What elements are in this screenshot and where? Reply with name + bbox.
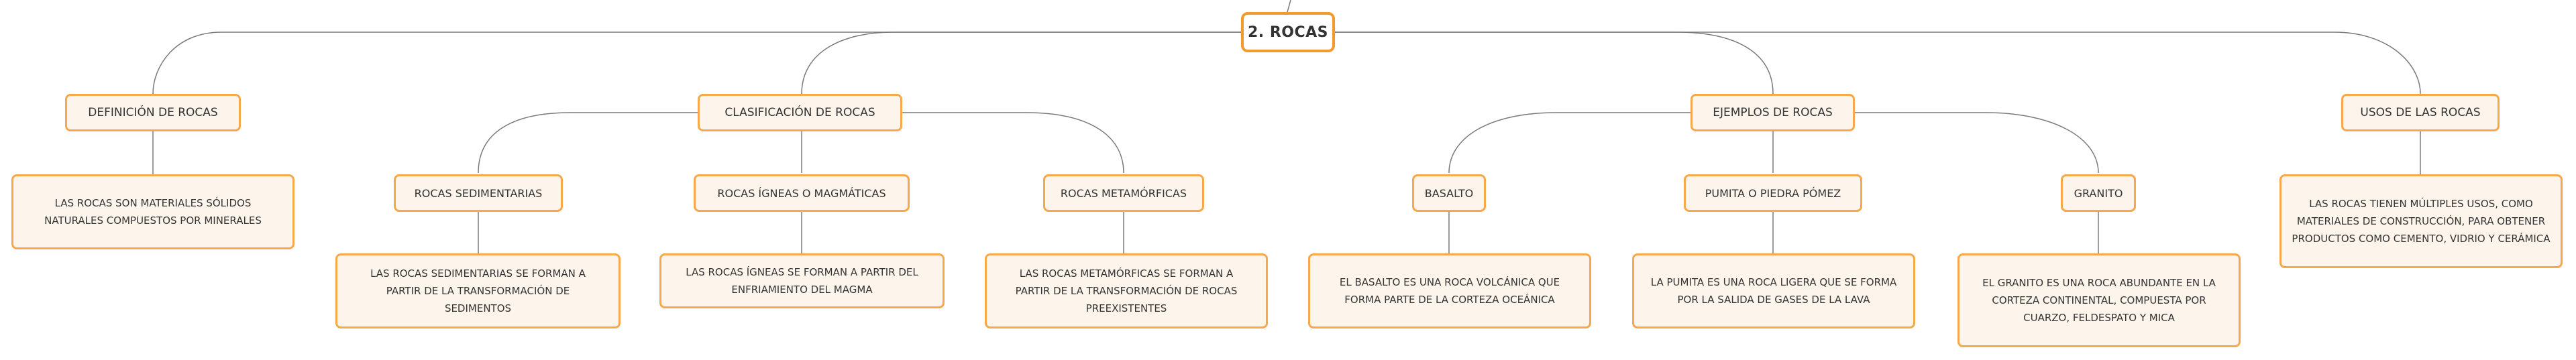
connector-ejemplos-granito: [1855, 112, 2099, 174]
desc-basalto-text: EL BASALTO ES UNA ROCA VOLCÁNICA QUE FOR…: [1339, 276, 1560, 306]
desc-igneas-text: LAS ROCAS ÍGNEAS SE FORMAN A PARTIR DEL …: [686, 266, 918, 296]
desc-pumita-text: LA PUMITA ES UNA ROCA LIGERA QUE SE FORM…: [1650, 276, 1897, 306]
connector-ejemplos-basalto: [1448, 112, 1690, 174]
desc-sedimentarias-text: LAS ROCAS SEDIMENTARIAS SE FORMAN A PART…: [370, 267, 586, 314]
connector-root-definicion: [152, 32, 1241, 95]
desc-pumita: LA PUMITA ES UNA ROCA LIGERA QUE SE FORM…: [1632, 253, 1915, 328]
node-igneas[interactable]: ROCAS ÍGNEAS O MAGMÁTICAS: [694, 174, 910, 212]
desc-basalto: EL BASALTO ES UNA ROCA VOLCÁNICA QUE FOR…: [1308, 253, 1591, 328]
node-granito[interactable]: GRANITO: [2061, 174, 2136, 212]
node-metamorficas[interactable]: ROCAS METAMÓRFICAS: [1043, 174, 1204, 212]
desc-sedimentarias: LAS ROCAS SEDIMENTARIAS SE FORMAN A PART…: [335, 253, 621, 328]
desc-igneas: LAS ROCAS ÍGNEAS SE FORMAN A PARTIR DEL …: [659, 253, 945, 308]
root-label: 2. ROCAS: [1248, 23, 1328, 41]
node-metamorficas-label: ROCAS METAMÓRFICAS: [1060, 186, 1187, 200]
node-basalto[interactable]: BASALTO: [1412, 174, 1486, 212]
connector-root-ejemplos: [1335, 32, 1774, 95]
node-clasificacion-label: CLASIFICACIÓN DE ROCAS: [724, 106, 875, 119]
node-usos[interactable]: USOS DE LAS ROCAS: [2341, 94, 2500, 131]
connector-root-top: [1287, 0, 1291, 13]
node-clasificacion[interactable]: CLASIFICACIÓN DE ROCAS: [698, 94, 902, 131]
desc-metamorficas-text: LAS ROCAS METAMÓRFICAS SE FORMAN A PARTI…: [1015, 267, 1238, 314]
node-basalto-label: BASALTO: [1424, 186, 1474, 200]
desc-usos-text: LAS ROCAS TIENEN MÚLTIPLES USOS, COMO MA…: [2292, 198, 2551, 245]
desc-usos: LAS ROCAS TIENEN MÚLTIPLES USOS, COMO MA…: [2279, 174, 2563, 268]
node-pumita[interactable]: PUMITA O PIEDRA PÓMEZ: [1684, 174, 1862, 212]
desc-definicion-text: LAS ROCAS SON MATERIALES SÓLIDOS NATURAL…: [44, 197, 262, 227]
node-definicion[interactable]: DEFINICIÓN DE ROCAS: [65, 94, 241, 131]
node-sedimentarias-label: ROCAS SEDIMENTARIAS: [414, 186, 543, 200]
connector-clasificacion-sedimentarias: [478, 112, 698, 174]
connector-clasificacion-metamorficas: [902, 112, 1124, 174]
root-node[interactable]: 2. ROCAS: [1241, 12, 1335, 52]
node-ejemplos-label: EJEMPLOS DE ROCAS: [1713, 106, 1833, 119]
desc-granito: EL GRANITO ES UNA ROCA ABUNDANTE EN LA C…: [1957, 253, 2241, 347]
node-pumita-label: PUMITA O PIEDRA PÓMEZ: [1705, 186, 1841, 200]
node-sedimentarias[interactable]: ROCAS SEDIMENTARIAS: [394, 174, 563, 212]
desc-metamorficas: LAS ROCAS METAMÓRFICAS SE FORMAN A PARTI…: [985, 253, 1268, 328]
node-usos-label: USOS DE LAS ROCAS: [2360, 106, 2481, 119]
node-igneas-label: ROCAS ÍGNEAS O MAGMÁTICAS: [717, 186, 886, 200]
node-definicion-label: DEFINICIÓN DE ROCAS: [88, 106, 218, 119]
desc-granito-text: EL GRANITO ES UNA ROCA ABUNDANTE EN LA C…: [1982, 277, 2216, 324]
node-granito-label: GRANITO: [2074, 186, 2123, 200]
connector-root-usos: [1335, 32, 2421, 95]
desc-definicion: LAS ROCAS SON MATERIALES SÓLIDOS NATURAL…: [11, 174, 294, 249]
node-ejemplos[interactable]: EJEMPLOS DE ROCAS: [1690, 94, 1855, 131]
connector-root-clasificacion: [801, 32, 1241, 95]
